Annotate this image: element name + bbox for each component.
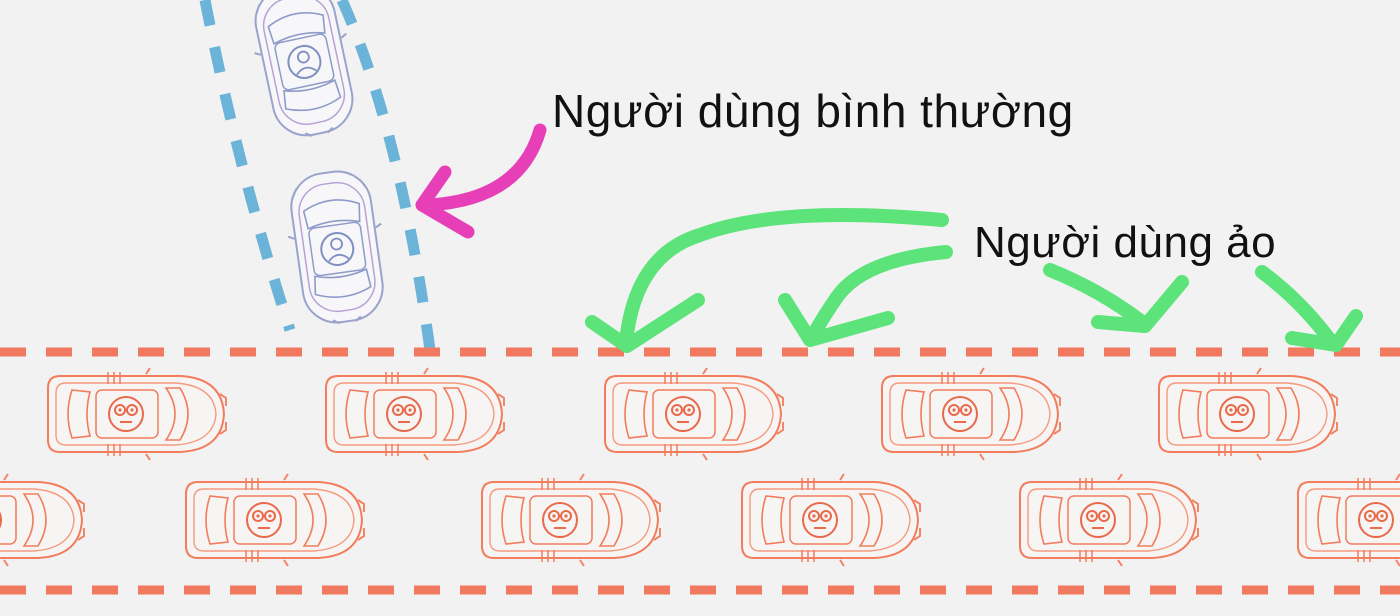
pink-arrow-icon [415,123,547,239]
green-arrow-icon [1043,263,1189,333]
green-arrow-icon [1255,265,1363,352]
green-arrow-icon [585,208,949,353]
normal-user-label: Người dùng bình thường [552,85,1074,137]
normal-cars [241,0,396,330]
virtual-car-icon [881,367,1061,461]
virtual-car-icon [481,473,661,567]
virtual-car-icon [1019,473,1199,567]
green-arrow-icon [778,245,953,347]
virtual-car-icon [741,473,921,567]
virtual-user-lane [0,347,1400,595]
virtual-car-icon [0,473,85,567]
virtual-user-label: Người dùng ảo [974,218,1277,267]
normal-user-lane [199,0,436,351]
virtual-cars-row-2 [0,473,1400,567]
virtual-car-icon [604,367,784,461]
virtual-car-icon [47,367,227,461]
virtual-car-icon [1297,473,1400,567]
virtual-car-icon [185,473,365,567]
green-arrows [585,208,1363,353]
virtual-cars-row-1 [47,367,1338,461]
normal-car-icon [279,165,396,330]
virtual-car-icon [1158,367,1338,461]
virtual-car-icon [325,367,505,461]
